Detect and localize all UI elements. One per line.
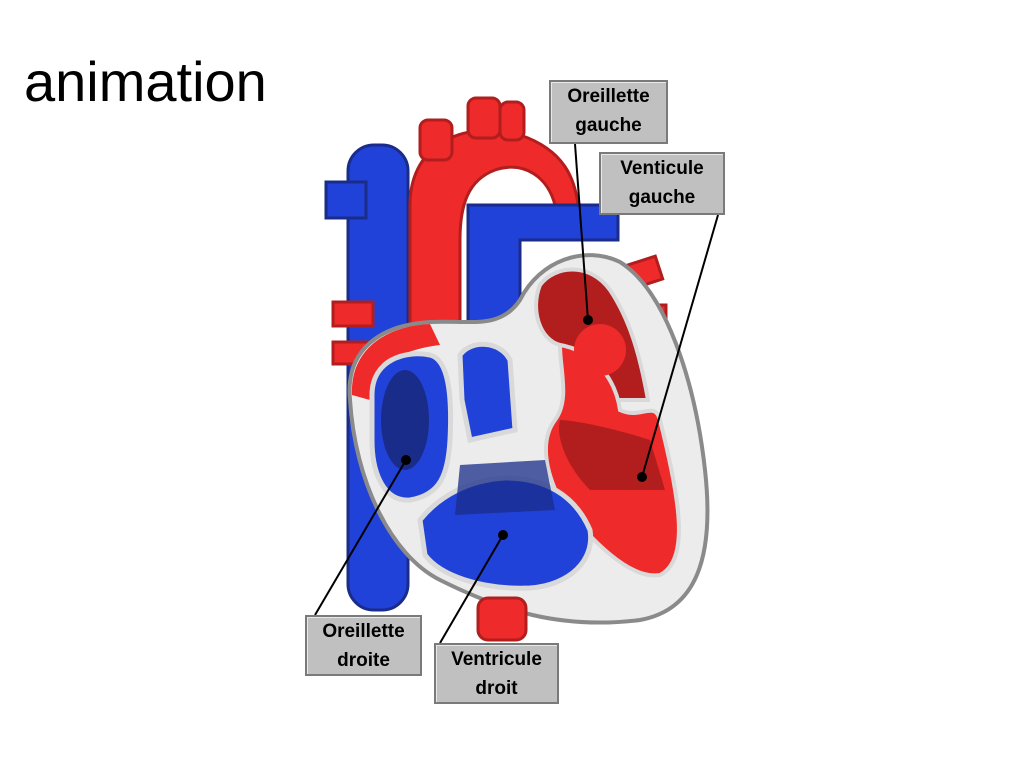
dot-ventricule-gauche [637, 472, 647, 482]
label-ventricule-droit-line2: droit [475, 678, 518, 699]
dot-ventricule-droit [498, 530, 508, 540]
label-oreillette-droite: Oreillette droite [305, 615, 422, 676]
label-ventricule-droit: Ventricule droit [434, 643, 559, 704]
aorta [408, 96, 580, 332]
slide-title: animation [24, 50, 267, 113]
label-ventricule-droit-line1: Ventricule [451, 649, 542, 670]
leader-lines [314, 143, 719, 644]
dot-oreillette-droite [401, 455, 411, 465]
label-oreillette-gauche: Oreillette gauche [549, 80, 668, 144]
label-oreillette-gauche-line1: Oreillette [567, 86, 650, 107]
label-oreillette-gauche-line2: gauche [575, 115, 642, 136]
label-ventricule-gauche-line2: gauche [628, 187, 696, 208]
septum [457, 341, 518, 443]
descending-aorta [476, 596, 528, 642]
right-atrium [369, 351, 454, 503]
label-oreillette-droite-line1: Oreillette [322, 621, 405, 642]
marker-dots [401, 315, 647, 540]
label-oreillette-droite-line2: droite [337, 650, 390, 671]
label-ventricule-gauche-line1: Venticule [620, 158, 704, 179]
dot-oreillette-gauche [583, 315, 593, 325]
label-ventricule-gauche: Venticule gauche [599, 152, 725, 215]
